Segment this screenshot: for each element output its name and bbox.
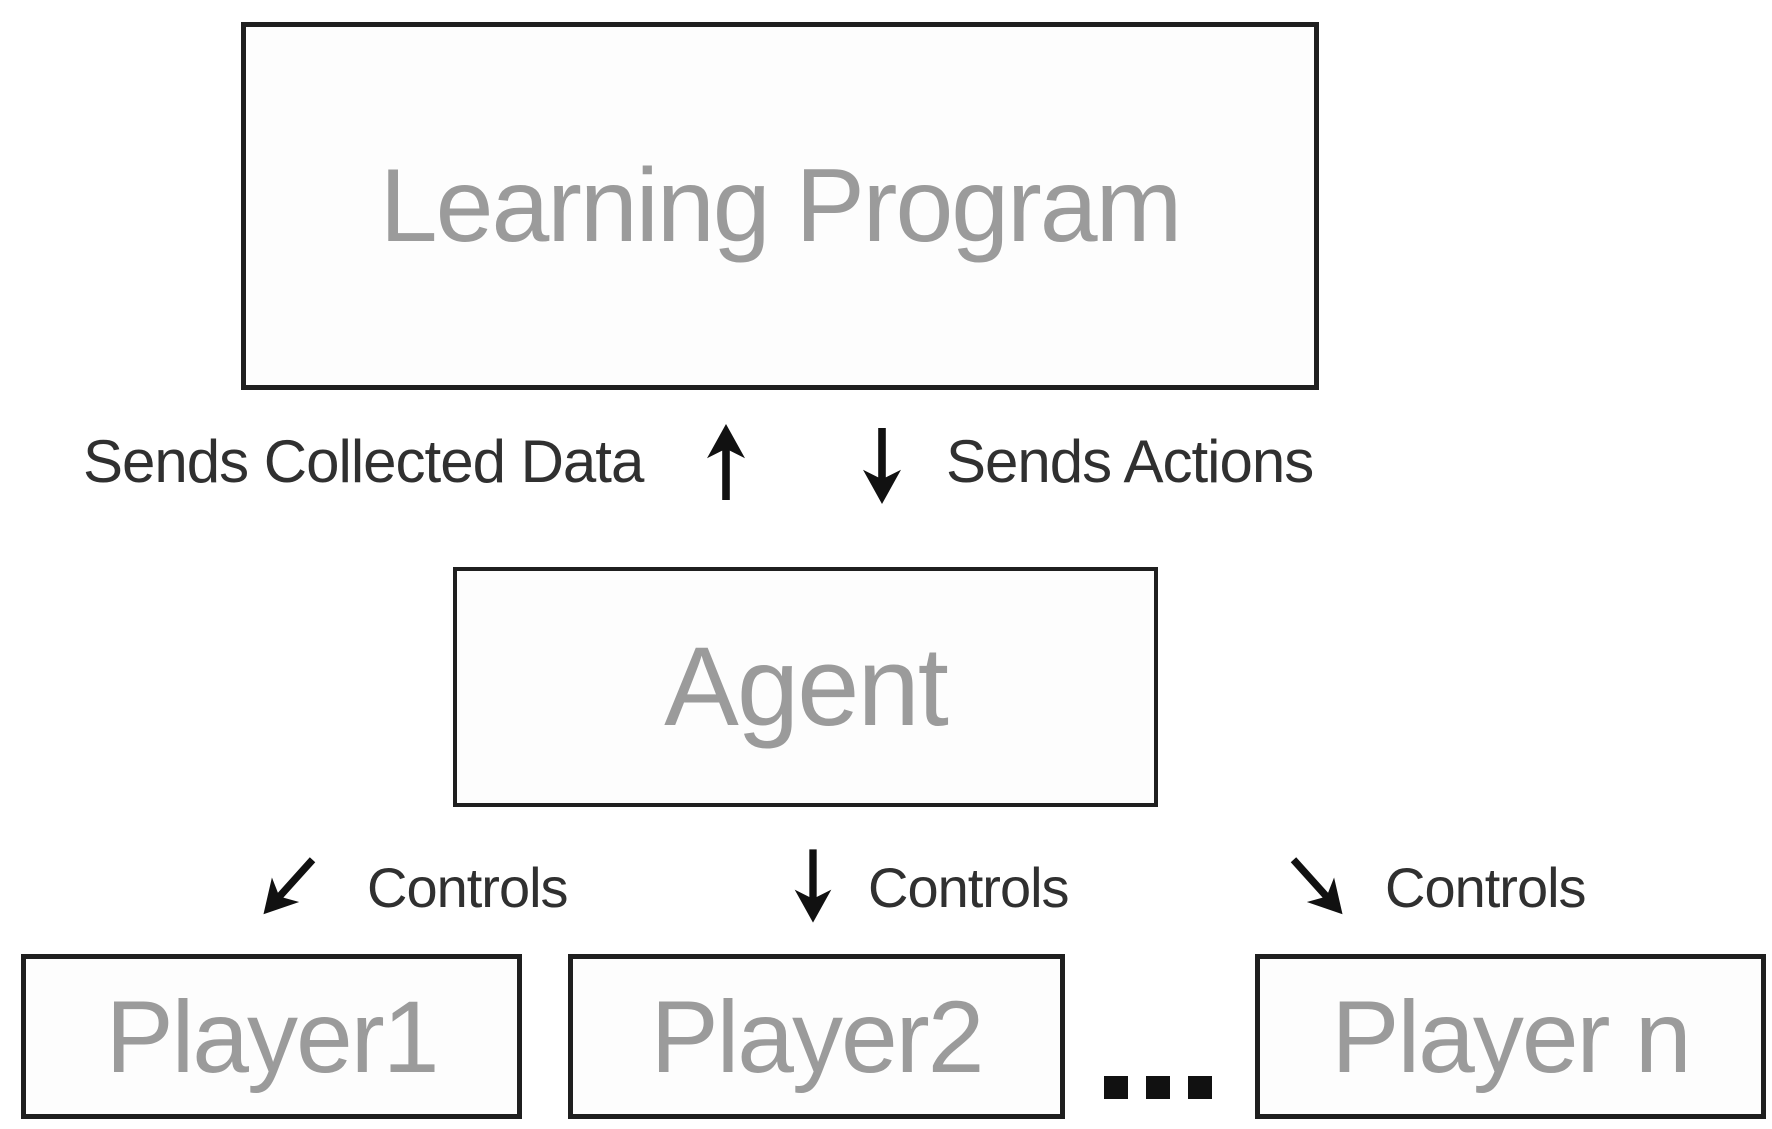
node-player1-label: Player1 [105, 979, 440, 1094]
ellipsis-dot [1146, 1076, 1170, 1099]
ellipsis-dots [1104, 1076, 1212, 1099]
edge-label-sends-actions: Sends Actions [946, 428, 1314, 495]
arrow-up-icon [703, 424, 749, 500]
edge-label-controls-player1: Controls [367, 856, 569, 919]
ellipsis-dot [1104, 1076, 1128, 1099]
node-player1: Player1 [21, 954, 522, 1119]
node-player2: Player2 [568, 954, 1065, 1119]
arrow-down-icon [859, 428, 905, 504]
arrow-down-left-icon [247, 845, 329, 929]
edge-label-sends-collected-data: Sends Collected Data [83, 428, 644, 495]
node-learning-program: Learning Program [241, 22, 1319, 390]
node-player2-label: Player2 [650, 979, 985, 1094]
edge-label-controls-player2: Controls [868, 856, 1070, 919]
arrow-down-right-icon [1277, 845, 1359, 929]
node-agent: Agent [453, 567, 1158, 807]
node-player-n: Player n [1255, 954, 1766, 1119]
node-player-n-label: Player n [1331, 979, 1691, 1094]
edge-label-controls-player-n: Controls [1385, 856, 1587, 919]
node-agent-label: Agent [664, 624, 949, 749]
node-learning-program-label: Learning Program [379, 148, 1182, 264]
ellipsis-dot [1188, 1076, 1212, 1099]
arrow-down-icon [791, 848, 835, 924]
